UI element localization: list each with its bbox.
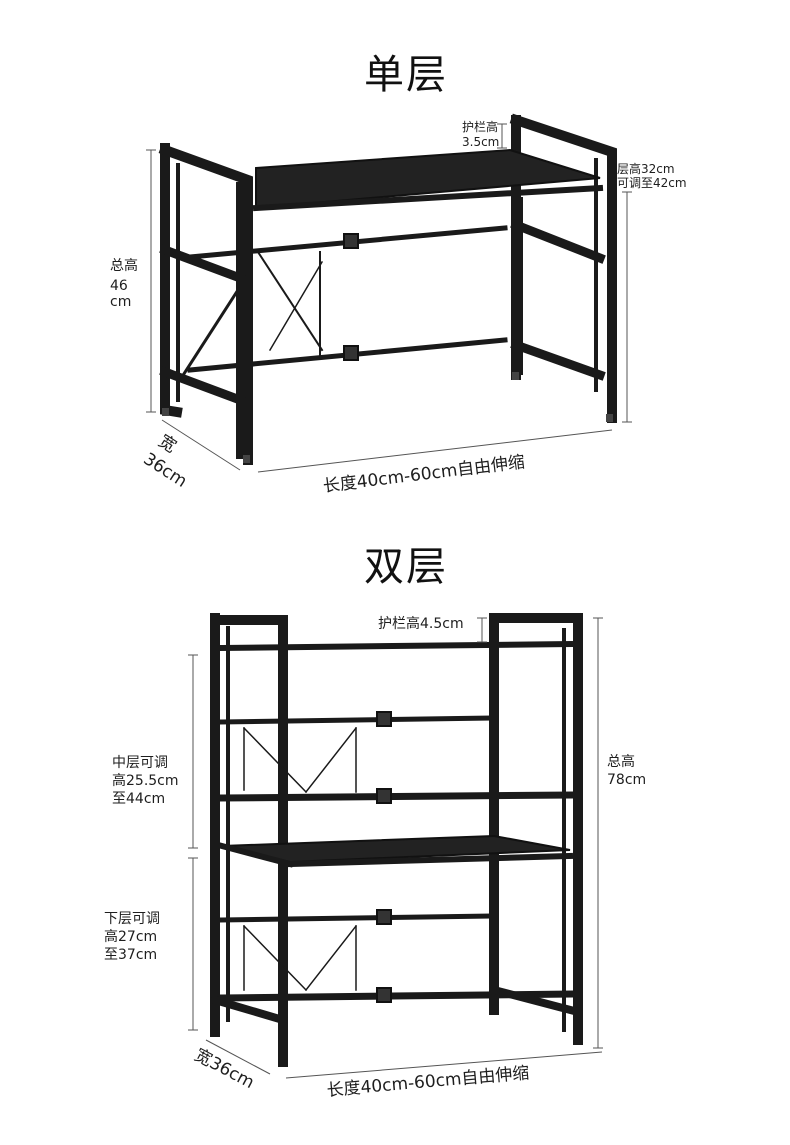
double-dimension-lines <box>188 617 603 1079</box>
single-total-height-label: 总高 <box>110 258 138 274</box>
single-rail-height-value: 3.5cm <box>462 135 500 149</box>
single-dimension-lines <box>146 123 632 473</box>
double-total-height-value: 78cm <box>607 772 647 788</box>
single-total-height-value2: cm <box>110 294 132 310</box>
single-layer-height-line1: 层高32cm <box>617 162 675 176</box>
double-lower-line2: 高27cm <box>104 929 158 945</box>
single-total-height-value1: 46 <box>110 278 128 294</box>
double-rail-height: 护栏高4.5cm <box>378 616 464 632</box>
double-middle-line3: 至44cm <box>112 791 166 807</box>
double-lower-line3: 至37cm <box>104 947 158 963</box>
double-middle-line1: 中层可调 <box>112 755 168 771</box>
single-rail-height-label: 护栏高 <box>462 120 499 134</box>
double-lower-line1: 下层可调 <box>104 911 160 927</box>
single-layer-rack <box>158 113 617 465</box>
single-layer-title: 单层 <box>364 52 448 98</box>
double-layer-title: 双层 <box>364 544 448 590</box>
single-layer-height-line2: 可调至42cm <box>617 176 687 190</box>
double-middle-line2: 高25.5cm <box>112 773 179 789</box>
double-total-height-label: 总高 <box>607 754 635 770</box>
double-layer-rack <box>210 613 583 1067</box>
